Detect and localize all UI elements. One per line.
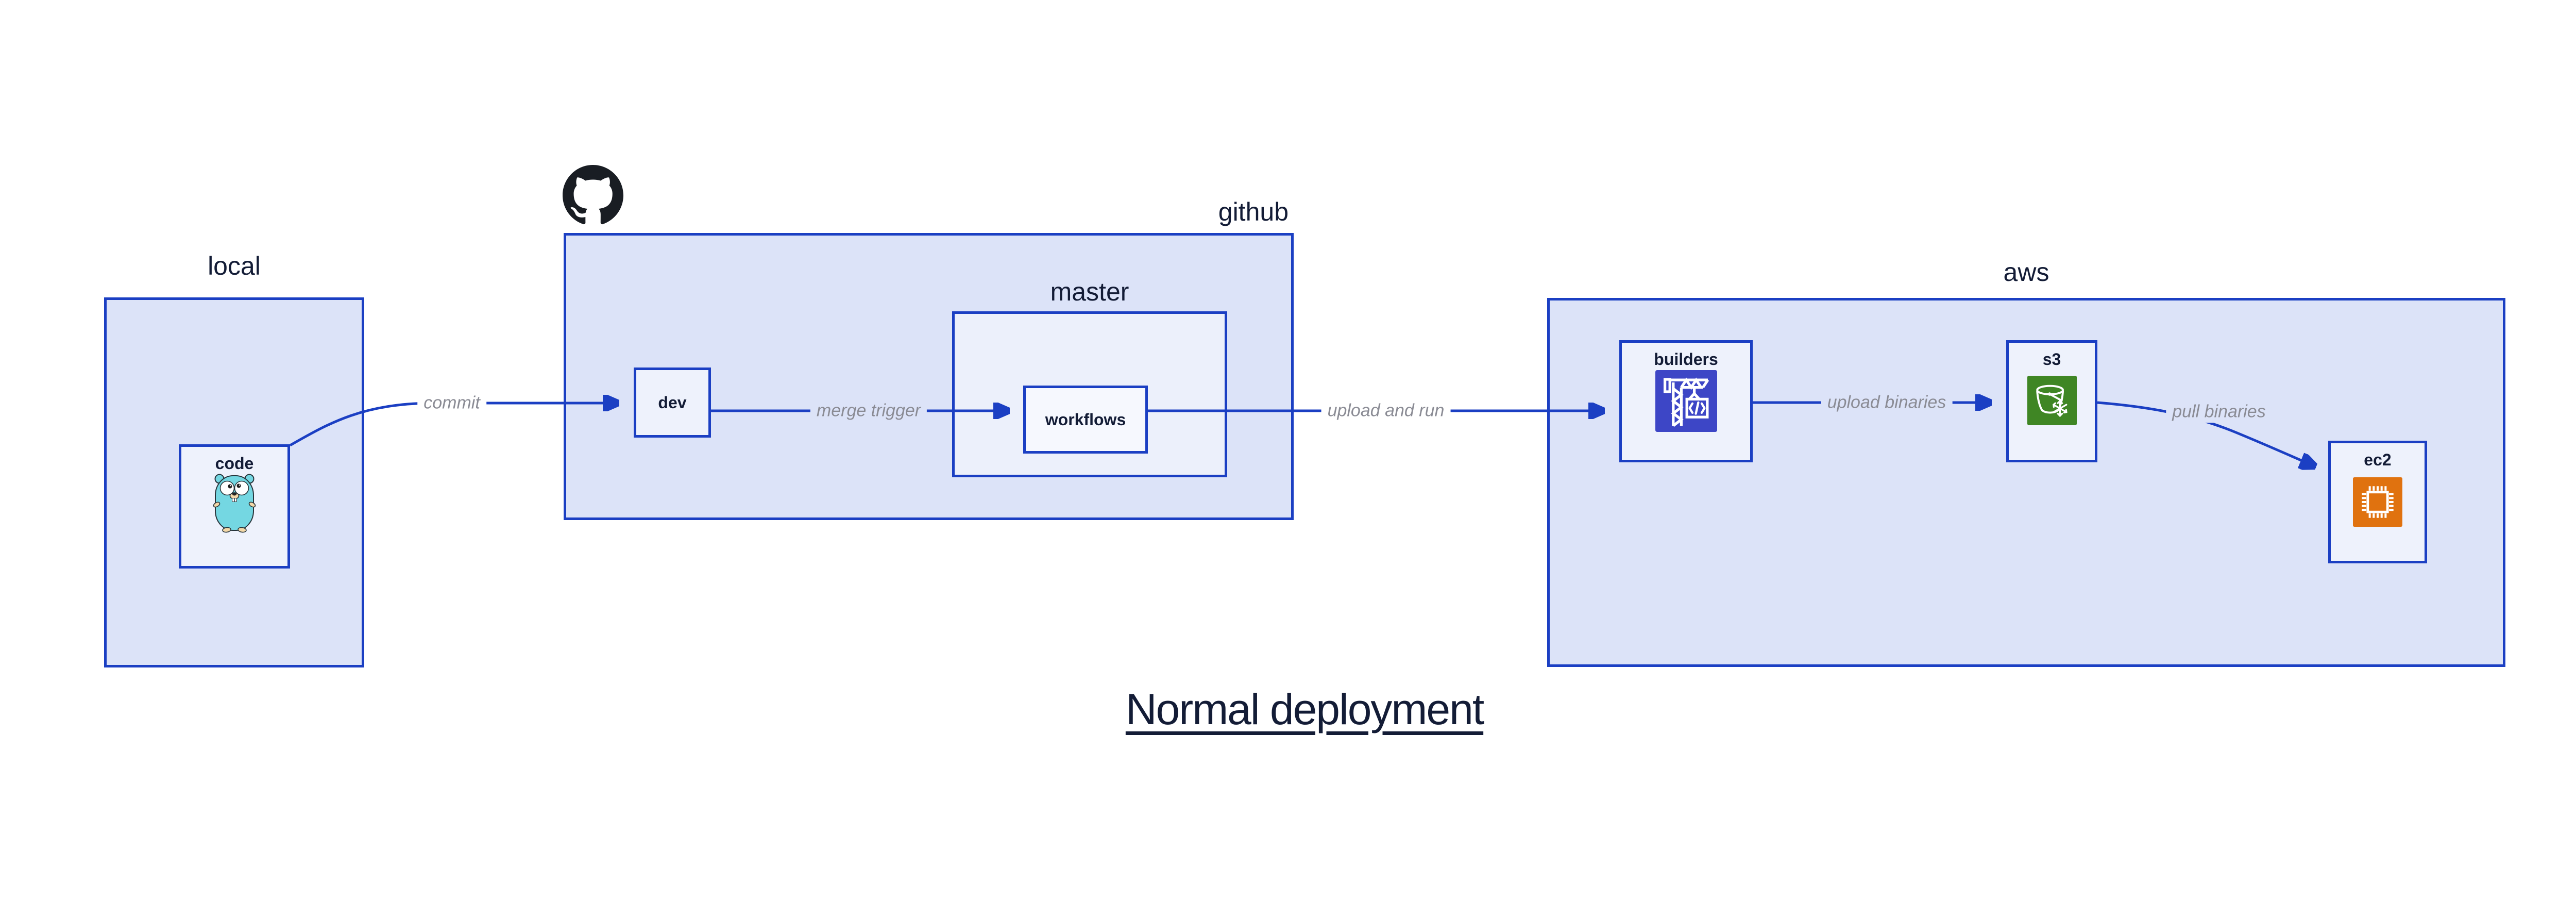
ec2-node-label: ec2 bbox=[2364, 450, 2392, 469]
master-container-label: master bbox=[1050, 277, 1129, 306]
pull-binaries-edge-label: pull binaries bbox=[2166, 400, 2272, 423]
dev-node-label: dev bbox=[658, 393, 687, 412]
workflows-node: workflows bbox=[1023, 386, 1148, 454]
builders-node: builders bbox=[1619, 340, 1753, 462]
workflows-node-label: workflows bbox=[1045, 410, 1126, 429]
ec2-chip-icon bbox=[2353, 477, 2402, 527]
upload-binaries-edge-label: upload binaries bbox=[1821, 391, 1953, 414]
local-container-label: local bbox=[208, 252, 261, 280]
github-container-label: github bbox=[1218, 197, 1289, 226]
codebuild-crane-icon bbox=[1655, 370, 1717, 432]
s3-glacier-bucket-icon bbox=[2027, 376, 2077, 425]
code-node-label: code bbox=[215, 454, 254, 473]
upload-and-run-edge-label: upload and run bbox=[1321, 399, 1451, 422]
dev-node: dev bbox=[634, 368, 711, 438]
diagram-title: Normal deployment bbox=[1125, 685, 1484, 733]
aws-container-label: aws bbox=[2003, 258, 2049, 287]
go-gopher-icon bbox=[213, 472, 256, 533]
github-octocat-icon bbox=[563, 165, 623, 226]
commit-edge-label: commit bbox=[417, 392, 486, 414]
merge-trigger-edge-label: merge trigger bbox=[810, 399, 927, 422]
s3-node-label: s3 bbox=[2042, 350, 2061, 369]
builders-node-label: builders bbox=[1654, 350, 1718, 369]
